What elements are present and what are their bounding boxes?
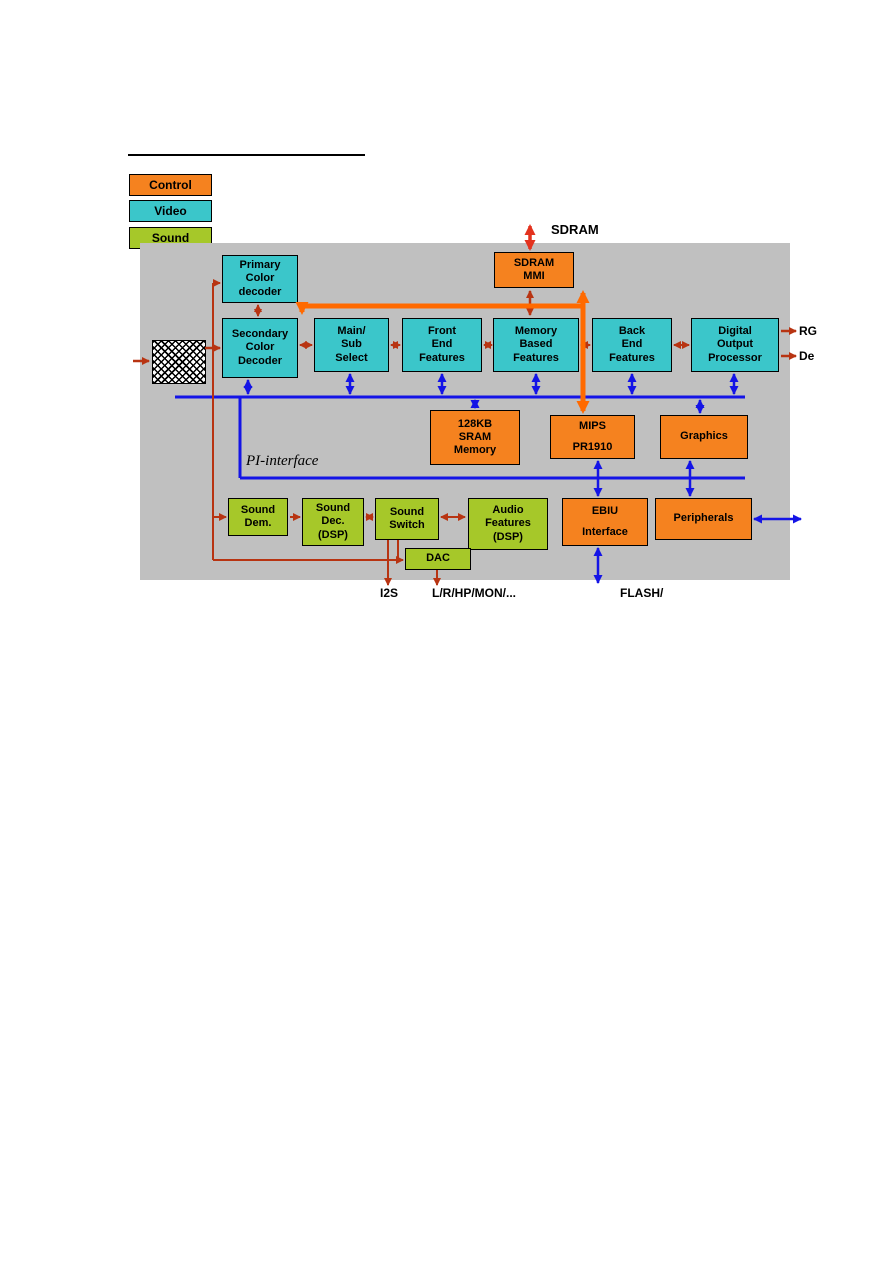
block-mips-pr1910: MIPS PR1910 — [550, 415, 635, 459]
block-ebiu-interface: EBIU Interface — [562, 498, 648, 546]
legend-control: Control — [129, 174, 212, 196]
flash-label: FLASH/ — [620, 586, 664, 600]
block-sound-switch: Sound Switch — [375, 498, 439, 540]
rgb-output-label: RG — [799, 324, 817, 338]
block-graphics: Graphics — [660, 415, 748, 459]
block-sound-dem: Sound Dem. — [228, 498, 288, 536]
block-audio-features-dsp: Audio Features (DSP) — [468, 498, 548, 550]
pi-interface-label: PI-interface — [246, 453, 319, 469]
block-digital-output-processor: Digital Output Processor — [691, 318, 779, 372]
block-128kb-sram-memory: 128KB SRAM Memory — [430, 410, 520, 465]
block-primary-color-decoder: Primary Color decoder — [222, 255, 298, 303]
block-back-end-features: Back End Features — [592, 318, 672, 372]
video-input-pad — [152, 340, 206, 384]
analog-out-label: L/R/HP/MON/... — [432, 586, 516, 600]
denc-output-label: De — [799, 349, 815, 363]
block-peripherals: Peripherals — [655, 498, 752, 540]
block-front-end-features: Front End Features — [402, 318, 482, 372]
sdram-label: SDRAM — [551, 222, 599, 237]
i2s-label: I2S — [380, 586, 399, 600]
block-secondary-color-decoder: Secondary Color Decoder — [222, 318, 298, 378]
title-underline — [128, 154, 365, 156]
block-memory-based-features: Memory Based Features — [493, 318, 579, 372]
legend-video: Video — [129, 200, 212, 222]
block-sound-dec-dsp: Sound Dec. (DSP) — [302, 498, 364, 546]
block-dac: DAC — [405, 548, 471, 570]
block-main-sub-select: Main/ Sub Select — [314, 318, 389, 372]
block-sdram-mmi: SDRAM MMI — [494, 252, 574, 288]
